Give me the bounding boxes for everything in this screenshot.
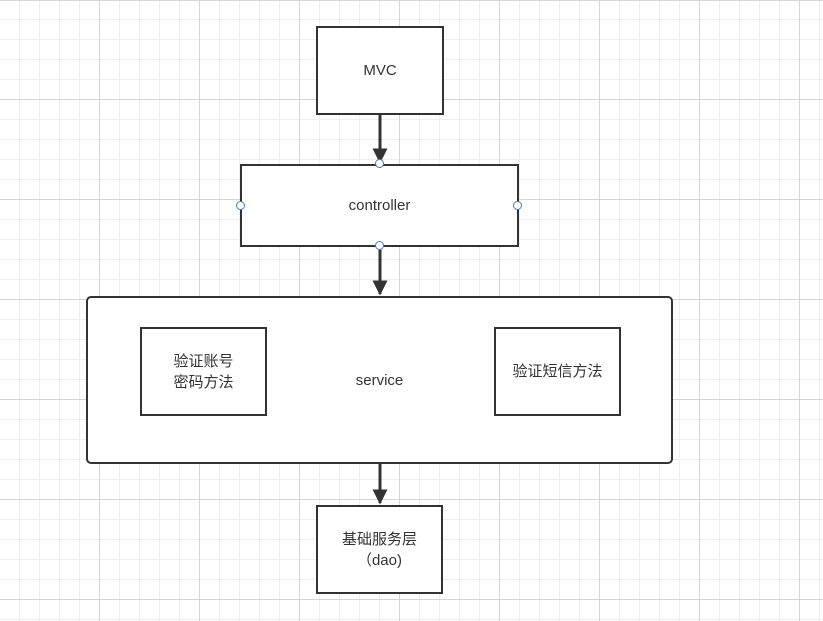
connection-handle-left[interactable]: [236, 201, 245, 210]
dao-node[interactable]: 基础服务层 （dao): [316, 505, 443, 594]
controller-node[interactable]: controller: [240, 164, 519, 247]
connection-handle-bottom[interactable]: [375, 241, 384, 250]
canvas-top-border: [0, 0, 823, 1]
service-node-label: service: [355, 371, 404, 389]
sms-verification-method-label: 验证短信方法: [512, 363, 603, 380]
mvc-node[interactable]: MVC: [316, 26, 444, 115]
dao-node-label: 基础服务层 （dao): [341, 530, 417, 569]
mvc-node-label: MVC: [363, 62, 397, 79]
controller-node-label: controller: [348, 197, 411, 214]
account-password-method-label: 验证账号 密码方法: [173, 352, 234, 391]
account-password-method-node[interactable]: 验证账号 密码方法: [140, 327, 267, 416]
connection-handle-right[interactable]: [513, 201, 522, 210]
sms-verification-method-node[interactable]: 验证短信方法: [494, 327, 621, 416]
connection-handle-top[interactable]: [375, 159, 384, 168]
